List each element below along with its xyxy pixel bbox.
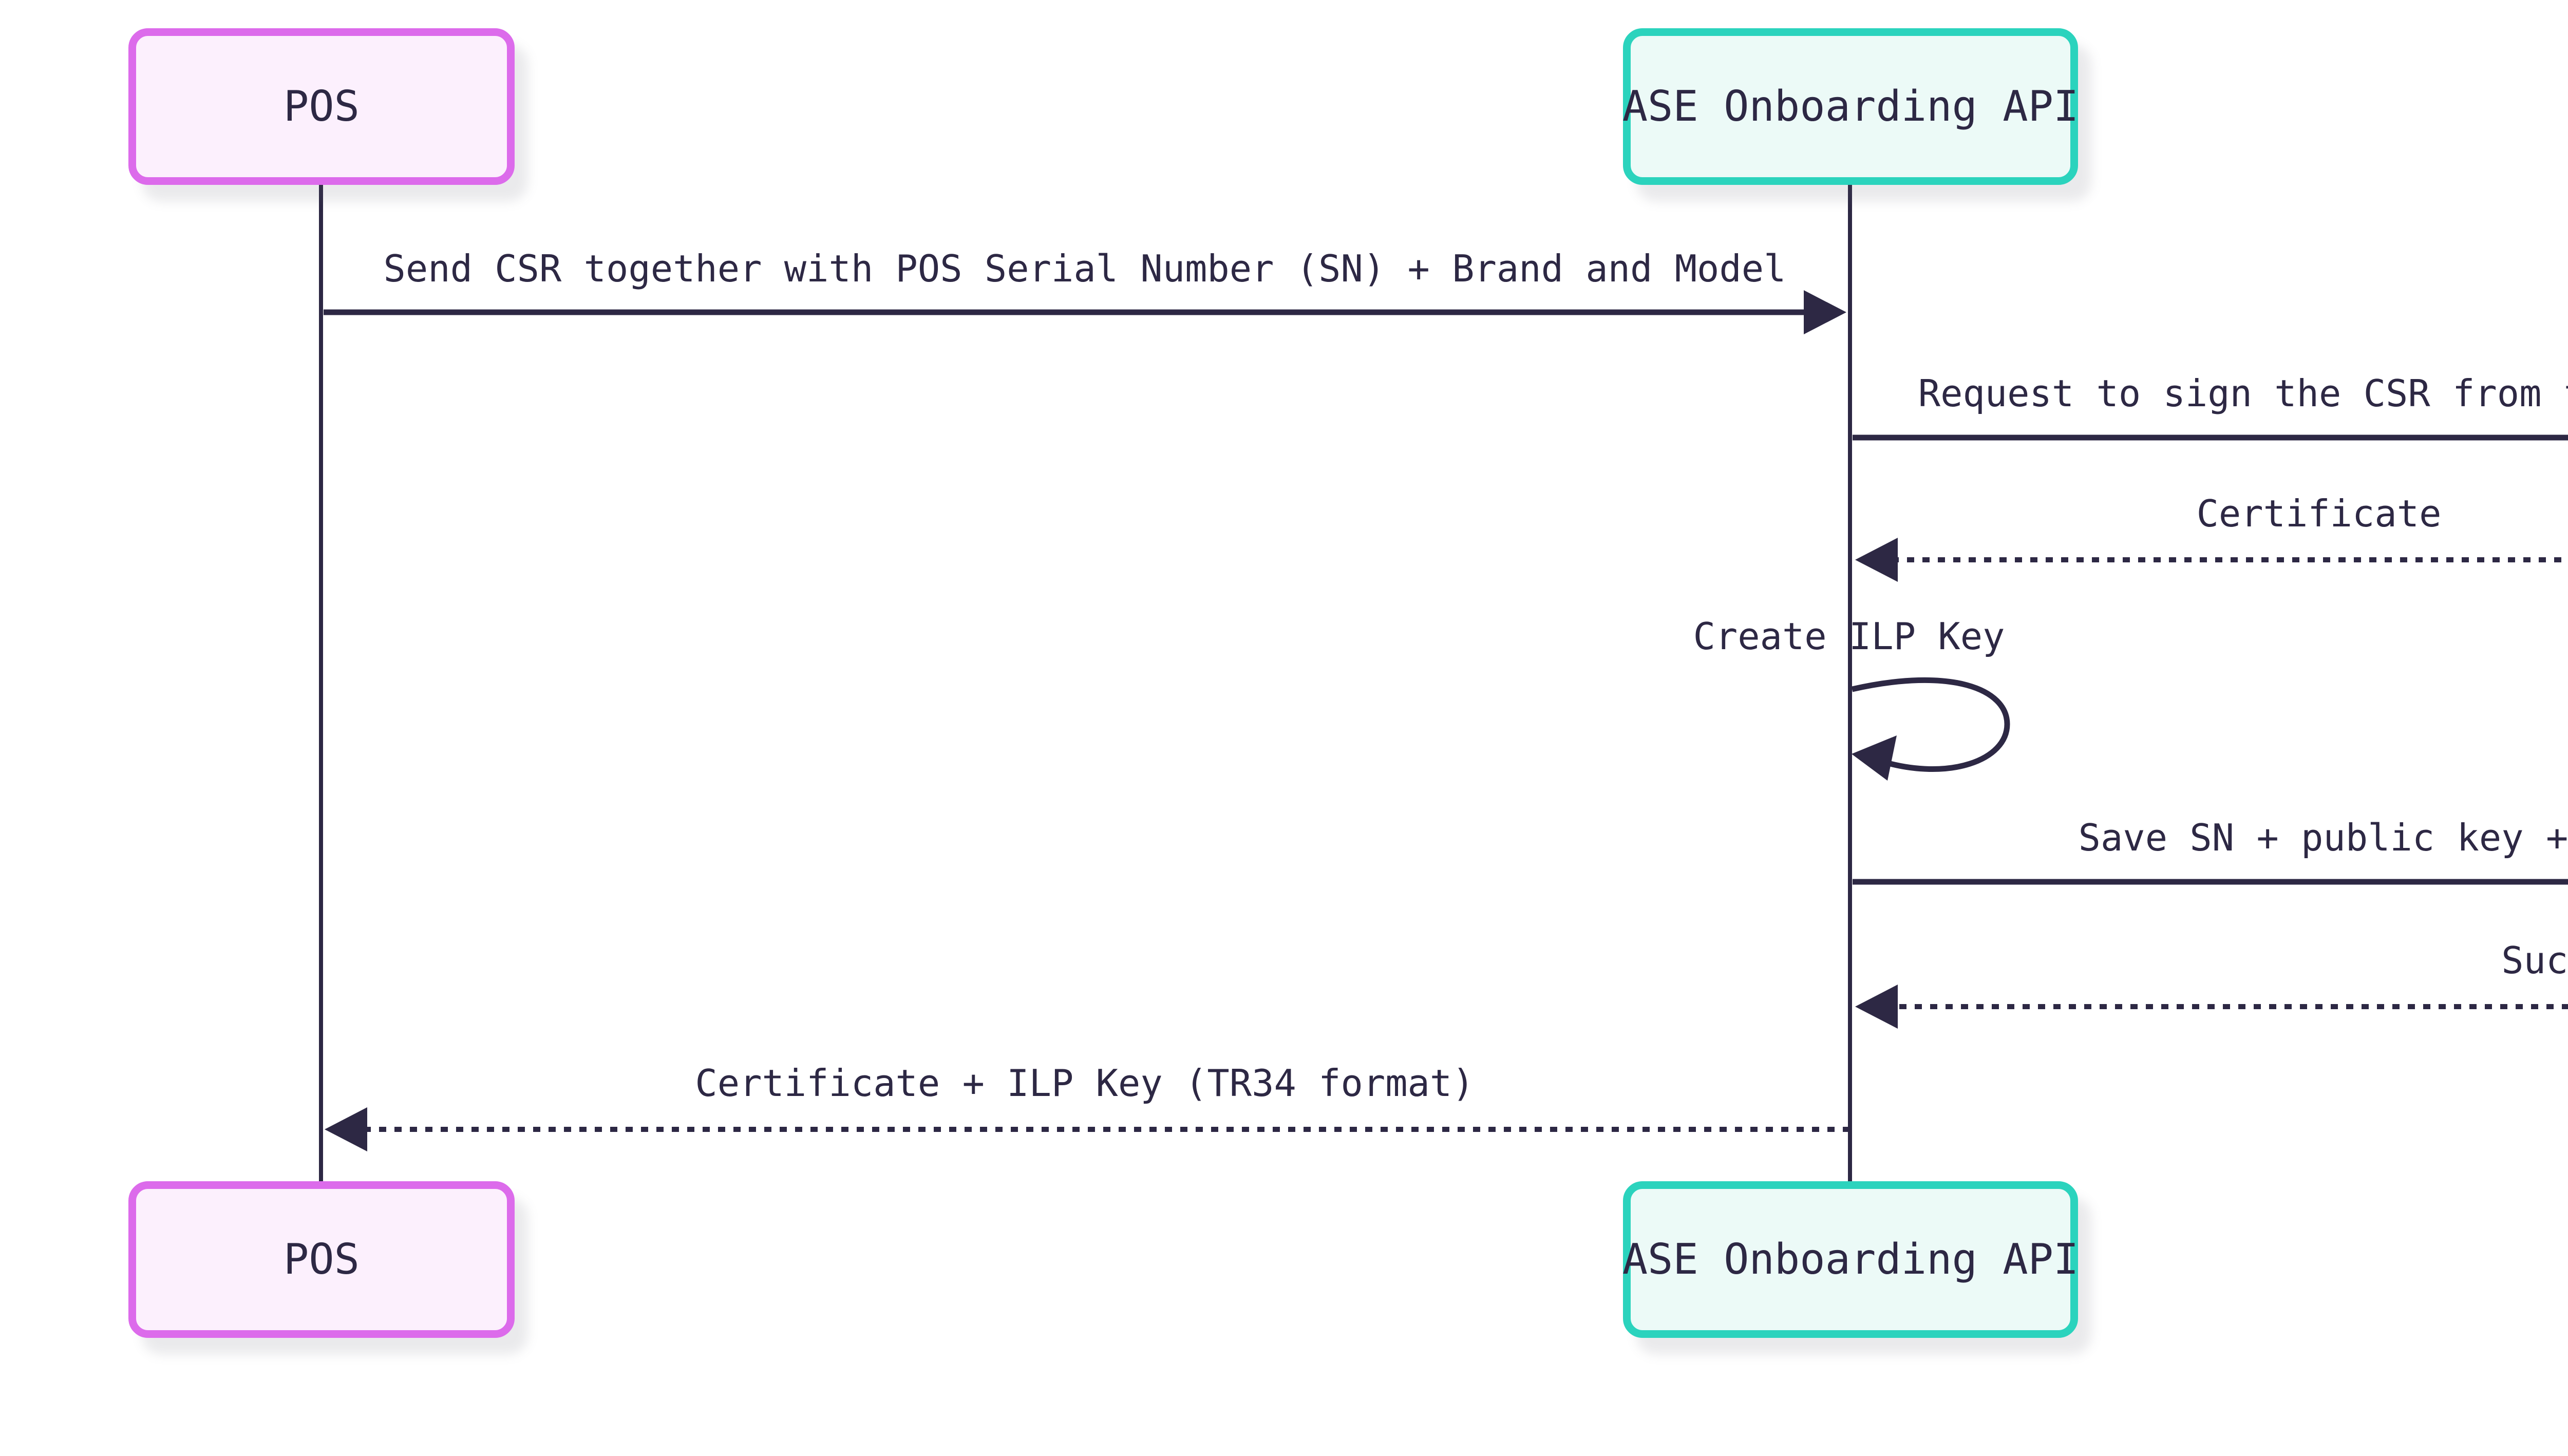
message-label-5: Save SN + public key + ILP Key (Terminal… bbox=[2078, 816, 2568, 859]
actor-api-bottom: ASE Onboarding API bbox=[1622, 1181, 2079, 1338]
actor-api-top: ASE Onboarding API bbox=[1622, 28, 2079, 185]
arrow-msg-2 bbox=[1853, 434, 2568, 441]
actor-pos-label: POS bbox=[283, 1235, 360, 1284]
message-label-6: Success bbox=[2501, 939, 2568, 982]
message-label-7: Certificate + ILP Key (TR34 format) bbox=[695, 1062, 1475, 1105]
actor-api-label: ASE Onboarding API bbox=[1622, 1235, 2079, 1284]
message-label-1: Send CSR together with POS Serial Number… bbox=[383, 247, 1786, 290]
arrow-msg-7 bbox=[325, 1107, 1850, 1151]
arrow-msg-1 bbox=[324, 290, 1846, 334]
message-label-2: Request to sign the CSR from the POS bbox=[1918, 372, 2568, 415]
arrow-msg-5 bbox=[1853, 879, 2568, 885]
message-label-4: Create ILP Key bbox=[1693, 615, 2005, 658]
arrow-msg-3 bbox=[1855, 538, 2568, 582]
actor-pos-label: POS bbox=[283, 82, 360, 131]
actor-api-label: ASE Onboarding API bbox=[1622, 82, 2079, 131]
message-label-3: Certificate bbox=[2196, 492, 2442, 535]
actor-pos-bottom: POS bbox=[128, 1181, 515, 1338]
actor-pos-top: POS bbox=[128, 28, 515, 185]
arrow-msg-6 bbox=[1855, 985, 2568, 1029]
arrow-msg-4-self-loop bbox=[1851, 677, 2010, 781]
